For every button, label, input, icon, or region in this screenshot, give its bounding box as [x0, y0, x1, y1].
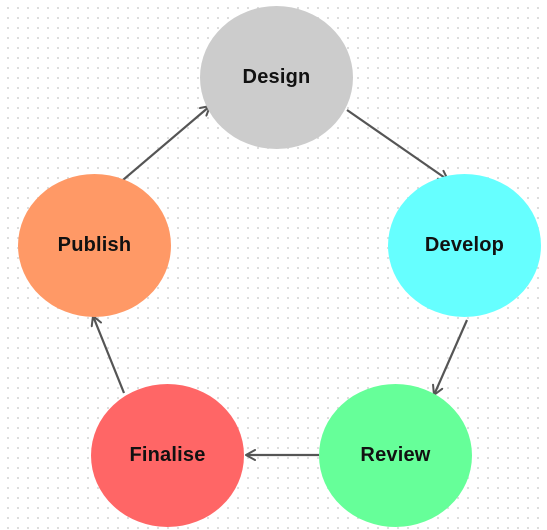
node-label-publish: Publish	[57, 234, 132, 256]
arrow-publish-to-design	[122, 105, 211, 181]
node-review: Review	[319, 384, 472, 527]
arrow-develop-to-review	[432, 319, 469, 396]
arrow-finalise-to-publish	[90, 315, 126, 394]
node-finalise: Finalise	[91, 384, 244, 527]
node-publish: Publish	[18, 174, 171, 317]
node-develop: Develop	[388, 174, 541, 317]
node-label-finalise: Finalise	[129, 444, 206, 466]
arrow-design-to-develop	[346, 109, 449, 181]
node-design: Design	[200, 6, 353, 149]
node-label-review: Review	[360, 444, 431, 466]
node-label-develop: Develop	[424, 234, 505, 256]
node-label-design: Design	[242, 66, 311, 88]
